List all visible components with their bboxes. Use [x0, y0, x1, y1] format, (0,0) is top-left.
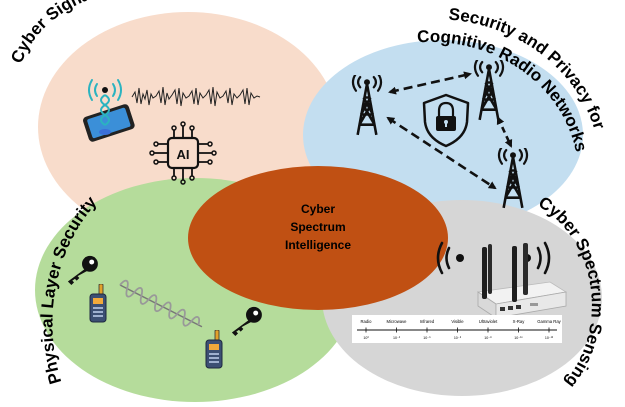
spectrum-exponent-label: 10⁻⁸	[484, 336, 492, 340]
spectrum-exponent-label: 10⁻²	[393, 336, 401, 340]
spectrum-band-label: Microwave	[386, 319, 407, 324]
center-label-line2: Spectrum	[290, 220, 345, 234]
spectrum-exponent-label: 10⁻⁶	[454, 336, 462, 340]
spectrum-exponent-label: 10⁻¹²	[545, 336, 554, 340]
spectrum-router-icon	[476, 243, 568, 319]
circle-center-cyber-spectrum-intelligence	[188, 166, 448, 310]
spectrum-exponent-label: 10³	[363, 336, 369, 340]
electromagnetic-spectrum-scale: Radio 10³ Microwave 10⁻² Infrared 10⁻⁵ Visible…	[352, 315, 562, 343]
center-label-line3: Intelligence	[285, 238, 351, 252]
waveform-icon	[131, 86, 261, 107]
ai-chip-text: AI	[177, 147, 190, 162]
spectrum-exponent-label: 10⁻⁵	[423, 336, 431, 340]
padlock-shield-icon	[422, 93, 470, 148]
spectrum-band-label: Infrared	[420, 319, 435, 324]
spectrum-band-label: Gamma Ray	[537, 319, 561, 324]
signal-waves-icon-left	[436, 241, 464, 275]
arrow-tower-top-to-bottom	[496, 116, 513, 148]
spectrum-band-label: X-Ray	[513, 319, 526, 324]
spectrum-band-label: Visible	[451, 319, 464, 324]
helical-antenna-icon	[119, 279, 203, 328]
spectrum-band-label: Radio	[361, 319, 373, 324]
ai-chip-icon: AI	[149, 121, 217, 185]
spectrum-band-label: Ultraviolet	[479, 319, 498, 324]
dna-antenna-icon	[88, 79, 122, 135]
center-label-line1: Cyber	[301, 202, 335, 216]
arrow-tower-left-to-bottom	[386, 116, 497, 190]
spectrum-exponent-label: 10⁻¹⁰	[514, 336, 523, 340]
